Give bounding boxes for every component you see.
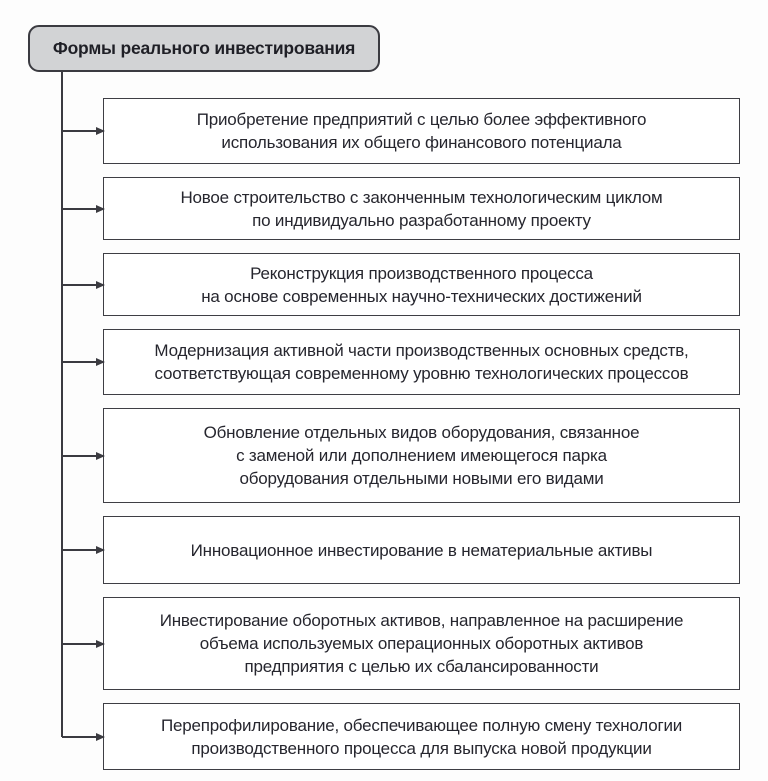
arrow-right-icon [96, 280, 105, 289]
box-text-line: производственного процесса для выпуска н… [191, 738, 652, 758]
connector-line [62, 358, 105, 366]
box-text-line: Обновление отдельных видов оборудования,… [203, 423, 640, 442]
form-box-reconstruction: Реконструкция производственного процесса… [62, 253, 740, 316]
vertical-connector-line [61, 71, 63, 737]
connector-line [62, 280, 105, 289]
box-text-line: объема используемых операционных оборотн… [199, 634, 644, 653]
form-box-innovation-investment: Инновационное инвестирование в нематериа… [62, 516, 740, 584]
diagram-title: Формы реального инвестирования [52, 38, 356, 58]
box-text-line: Реконструкция производственного процесса [250, 263, 593, 283]
connector-line [62, 451, 105, 460]
form-box-new-construction: Новое строительство с законченным технол… [62, 177, 740, 240]
arrow-right-icon [96, 451, 105, 460]
form-boxes-column: Приобретение предприятий с целью более э… [62, 98, 740, 770]
form-box-equipment-renewal: Обновление отдельных видов оборудования,… [62, 408, 740, 503]
box-text-line: соответствующая современному уровню техн… [154, 364, 689, 383]
connector-line [62, 204, 105, 213]
form-box-reprofiling: Перепрофилирование, обеспечивающее полну… [62, 703, 740, 770]
box-text-line: Приобретение предприятий с целью более э… [196, 110, 647, 129]
box-text-line: Новое строительство с законченным технол… [180, 187, 663, 207]
connector-line [62, 732, 105, 741]
form-box-acquisition: Приобретение предприятий с целью более э… [62, 98, 740, 164]
diagram-title-box: Формы реального инвестирования [28, 25, 380, 72]
box-text-line: с заменой или дополнением имеющегося пар… [236, 446, 607, 465]
arrow-right-icon [96, 546, 105, 554]
arrow-right-icon [96, 639, 105, 648]
arrow-right-icon [96, 204, 105, 213]
connector-line [62, 639, 105, 648]
arrow-right-icon [96, 127, 105, 135]
box-text-line: Модернизация активной части производстве… [154, 341, 689, 360]
form-box-modernization: Модернизация активной части производстве… [62, 329, 740, 395]
arrow-right-icon [96, 732, 105, 741]
box-text-line: оборудования отдельными новыми его видам… [239, 469, 604, 488]
connector-line [62, 546, 105, 554]
arrow-right-icon [96, 358, 105, 366]
box-text-line: предприятия с целью их сбалансированност… [244, 657, 599, 676]
box-text-line: Инновационное инвестирование в нематериа… [190, 540, 653, 560]
form-box-working-assets: Инвестирование оборотных активов, направ… [62, 597, 740, 690]
box-text-line: Инвестирование оборотных активов, направ… [159, 611, 684, 630]
box-text-line: по индивидуально разработанному проекту [252, 210, 591, 230]
box-text-line: на основе современных научно-технических… [201, 286, 642, 306]
connector-line [62, 127, 105, 135]
box-text-line: Перепрофилирование, обеспечивающее полну… [160, 715, 683, 735]
box-text-line: использования их общего финансового поте… [221, 133, 622, 152]
